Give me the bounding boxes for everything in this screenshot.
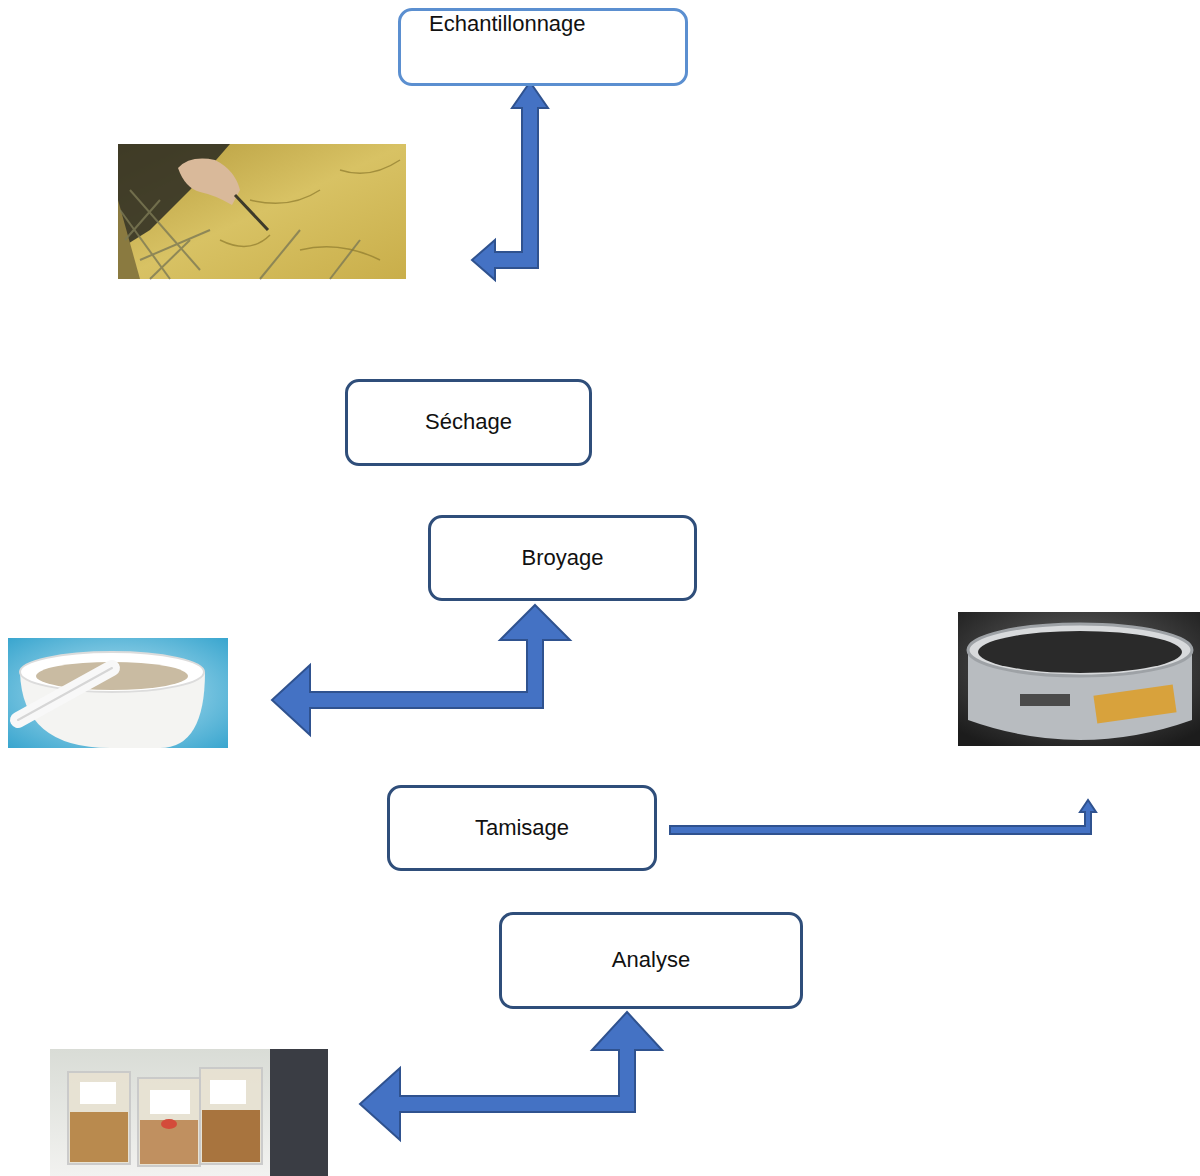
- mortar-photo: [8, 638, 228, 748]
- elbow-arrow: [360, 1012, 662, 1140]
- beakers-photo: [50, 1049, 328, 1176]
- grinding-box: Broyage: [428, 515, 697, 601]
- sieving-box: Tamisage: [387, 785, 657, 871]
- analysis-box: Analyse: [499, 912, 803, 1009]
- elbow-arrow: [272, 605, 570, 735]
- box-label: Séchage: [425, 409, 512, 435]
- soil-photo: [118, 144, 406, 279]
- box-label: Echantillonnage: [429, 11, 586, 37]
- elbow-arrow: [472, 82, 548, 280]
- sieve-photo: [958, 612, 1200, 746]
- box-label: Broyage: [522, 545, 604, 571]
- sampling-box: Echantillonnage: [398, 8, 688, 86]
- drying-box: Séchage: [345, 379, 592, 466]
- box-label: Tamisage: [475, 815, 569, 841]
- thin-elbow-arrow: [670, 800, 1096, 834]
- box-label: Analyse: [612, 947, 690, 973]
